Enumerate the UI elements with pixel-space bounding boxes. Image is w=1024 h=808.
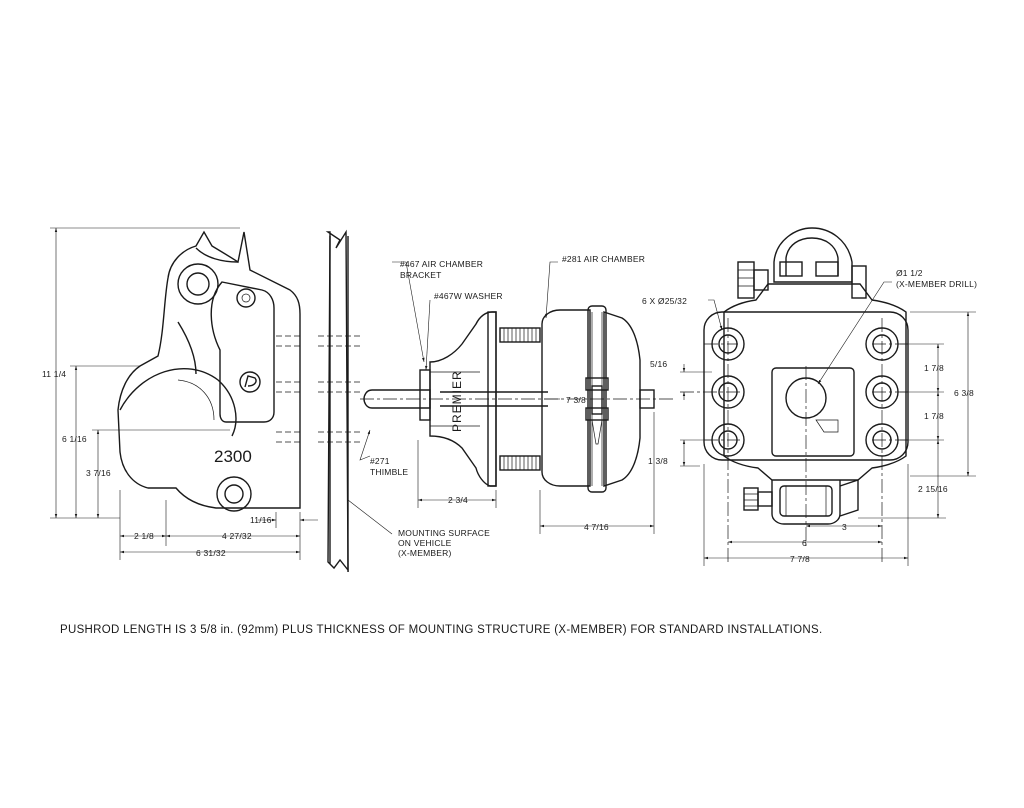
callout-bracket-1: #467 AIR CHAMBER — [400, 259, 483, 269]
dim-width-6: 6 — [802, 538, 807, 548]
callout-center-drill-1: Ø1 1/2 — [896, 268, 923, 278]
air-chamber-side-view: 7 3/8 4 7/16 #281 AIR CHAMBER — [499, 254, 655, 534]
dim-width-3: 3 — [842, 522, 847, 532]
dim-chamber-4-7-16: 4 7/16 — [584, 522, 609, 532]
dim-width-6-31-32: 6 31/32 — [196, 548, 226, 558]
air-chamber-bracket-view: PREMIER — [360, 311, 676, 487]
dim-height-3-7-16: 3 7/16 — [86, 468, 111, 478]
callout-center-drill-2: (X-MEMBER DRILL) — [896, 279, 977, 289]
dim-pitch-upper: 1 7/8 — [924, 363, 944, 373]
dim-pitch-lower: 1 7/8 — [924, 411, 944, 421]
hook-front-view — [680, 227, 909, 562]
pushrod-length-note: PUSHROD LENGTH IS 3 5/8 in. (92mm) PLUS … — [60, 624, 823, 636]
mounting-surface: MOUNTING SURFACE ON VEHICLE (X-MEMBER) — [318, 229, 490, 573]
callout-thimble-1: #271 — [370, 456, 390, 466]
callout-air-chamber: #281 AIR CHAMBER — [562, 254, 645, 264]
dim-vert-1-3-8: 1 3/8 — [648, 456, 668, 466]
callout-washer: #467W WASHER — [434, 291, 503, 301]
callout-bolt-holes: 6 X Ø25/32 — [642, 296, 687, 306]
dim-chamber-7-3-8: 7 3/8 — [566, 395, 586, 405]
dim-offset-5-16: 5/16 — [650, 359, 667, 369]
callout-bracket-2: BRACKET — [400, 270, 442, 280]
dim-width-2-1-8: 2 1/8 — [134, 531, 154, 541]
callout-mounting-surface-1: MOUNTING SURFACE — [398, 528, 490, 538]
hook-side-view: 2300 — [117, 230, 301, 512]
callout-thimble-2: THIMBLE — [370, 467, 408, 477]
dim-width-4-27-32: 4 27/32 — [222, 531, 252, 541]
front-view-dimensions: 6 X Ø25/32 Ø1 1/2 (X-MEMBER DRILL) 5/16 … — [642, 268, 977, 566]
bracket-callouts: #467 AIR CHAMBER BRACKET #467W WASHER #2… — [359, 259, 503, 508]
dim-drop-2-15-16: 2 15/16 — [918, 484, 948, 494]
dim-width-7-7-8: 7 7/8 — [790, 554, 810, 564]
dim-bracket-2-3-4: 2 3/4 — [448, 495, 468, 505]
dim-flange-11-16: 11/16 — [250, 515, 272, 525]
dim-overall-height: 11 1/4 — [42, 369, 66, 379]
dim-height-6-1-16: 6 1/16 — [62, 434, 87, 444]
left-dimensions: 11 1/4 6 1/16 3 7/16 2 1/8 4 27/32 6 31/… — [42, 227, 318, 560]
brand-label: PREMIER — [450, 370, 464, 432]
dim-height-6-3-8: 6 3/8 — [954, 388, 974, 398]
model-number: 2300 — [214, 447, 252, 466]
callout-mounting-surface-3: (X-MEMBER) — [398, 548, 451, 558]
callout-mounting-surface-2: ON VEHICLE — [398, 538, 452, 548]
